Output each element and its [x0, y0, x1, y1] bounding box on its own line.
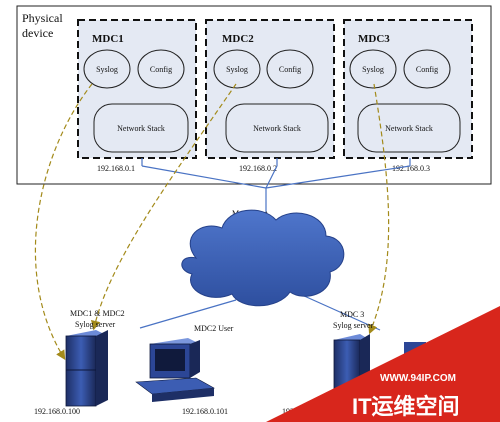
mdc2-network-stack-label: Network Stack — [253, 124, 301, 133]
mdc3-syslog-label: Syslog — [362, 65, 384, 74]
mdc3-syslog — [349, 49, 397, 89]
mdc3-panel: MDC3 Syslog Config Network Stack — [343, 19, 473, 159]
syslog-arrow-mdc2 — [90, 83, 237, 331]
mdc2-syslog-label: Syslog — [226, 65, 248, 74]
network-cloud-icon — [181, 209, 345, 307]
user2-ip: 192.168.0.101 — [182, 407, 228, 416]
syslog-arrow-mdc1 — [34, 83, 93, 361]
physical-device-label-line2: device — [22, 26, 53, 40]
mdc2-config-label: Config — [279, 65, 301, 74]
mdc1-config-label: Config — [150, 65, 172, 74]
user2-label: MDC2 User — [194, 324, 234, 333]
server12-ip: 192.168.0.100 — [34, 407, 80, 416]
mdc1-config — [137, 49, 185, 89]
mdc2-ip: 192.168.0.2 — [239, 164, 277, 173]
mdc1-network-stack-label: Network Stack — [117, 124, 165, 133]
syslog-arrow-mdc3 — [368, 83, 390, 335]
watermark-brand: IT运维空间 — [352, 394, 460, 419]
server-icon — [65, 330, 108, 407]
mdc1-syslog — [83, 49, 131, 89]
mdc1-panel: MDC1 Syslog Config Network Stack — [77, 19, 197, 159]
server12-label-line1: MDC1 & MDC2 — [70, 309, 125, 318]
watermark-url: WWW.94IP.COM — [380, 373, 456, 384]
mdc3-config — [403, 49, 451, 89]
m-ethernet-links — [139, 158, 411, 331]
mdc3-ip: 192.168.0.3 — [392, 164, 430, 173]
mdc2-network-stack — [225, 103, 329, 153]
mdc2-panel: MDC2 Syslog Config Network Stack — [205, 19, 335, 159]
mdc2-syslog — [213, 49, 261, 89]
mdc1-title: MDC1 — [92, 33, 124, 45]
watermark: WWW.94IP.COM IT运维空间 — [266, 306, 500, 422]
computer-icon — [135, 338, 215, 402]
mdc2-title: MDC2 — [222, 33, 254, 45]
server3-label-line2: Sylog server — [333, 321, 374, 330]
mdc1-syslog-label: Syslog — [96, 65, 118, 74]
server3-label-line1: MDC 3 — [340, 310, 364, 319]
mdc1-ip: 192.168.0.1 — [97, 164, 135, 173]
mdc1-network-stack — [93, 103, 189, 153]
mdc3-config-label: Config — [416, 65, 438, 74]
server12-label-line2: Sylog server — [75, 320, 116, 329]
mdc3-network-stack — [357, 103, 461, 153]
physical-device-label-line1: Physical — [22, 11, 63, 25]
mdc2-config — [266, 49, 314, 89]
mdc3-title: MDC3 — [358, 33, 390, 45]
mdc3-network-stack-label: Network Stack — [385, 124, 433, 133]
